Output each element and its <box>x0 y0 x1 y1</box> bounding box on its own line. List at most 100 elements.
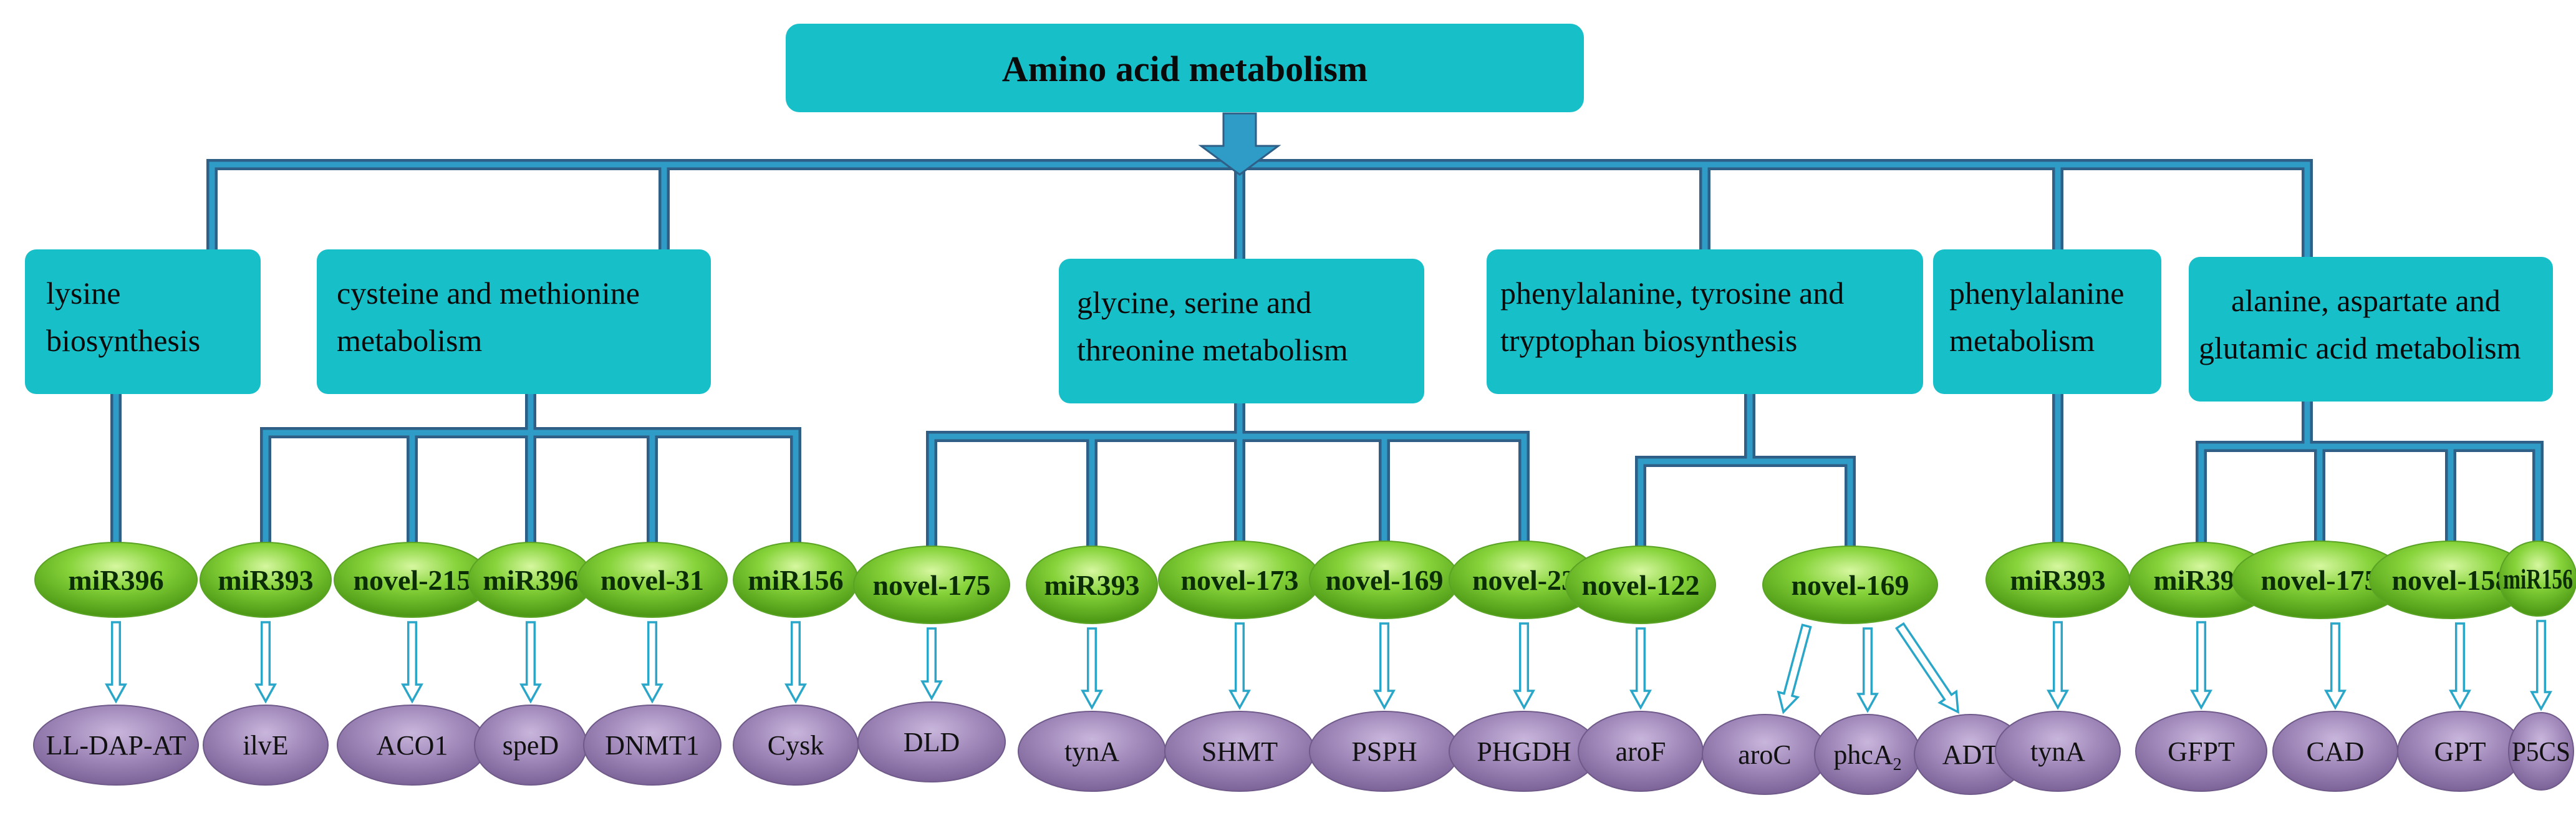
mirna-node: novel-169 <box>1309 541 1460 619</box>
gene-label: CAD <box>2307 736 2365 767</box>
gene-node: PSPH <box>1309 711 1460 792</box>
gene-node: Cysk <box>733 705 859 786</box>
category-label-line2: tryptophan biosynthesis <box>1500 323 1797 358</box>
category-box <box>25 249 261 394</box>
gene-node: ADT <box>1914 714 2027 795</box>
gene-label: Cysk <box>768 730 824 761</box>
category-box <box>317 249 711 394</box>
gene-label: tynA <box>2030 736 2085 767</box>
down-arrow <box>105 621 127 704</box>
mirna-node: novel-175 <box>2232 541 2408 619</box>
down-arrow <box>2047 621 2069 710</box>
mirna-label: novel-215 <box>353 564 471 596</box>
mirna-label: miR393 <box>1044 569 1139 601</box>
gene-label: SHMT <box>1202 736 1278 767</box>
down-arrow <box>2530 620 2552 711</box>
gene-label: PSPH <box>1351 736 1417 767</box>
mirna-node: novel-215 <box>334 542 491 618</box>
category-glycine-serine-threonine-metabolism: glycine, serine and threonine metabolism <box>1059 259 1424 403</box>
mirna-label: novel-175 <box>2260 564 2378 596</box>
title-down-arrow <box>1198 112 1281 176</box>
down-arrow <box>641 621 663 704</box>
gene-node: aroF <box>1578 711 1704 792</box>
category-label-line2: biosynthesis <box>46 323 200 358</box>
down-arrow <box>2324 622 2347 710</box>
gene-label: GFPT <box>2168 736 2235 767</box>
mirna-node: miR396 <box>34 542 198 618</box>
gene-ellipse <box>583 705 721 786</box>
category-label-line2: threonine metabolism <box>1077 332 1348 367</box>
gene-label: LL-DAP-AT <box>46 730 186 761</box>
gene-node: DLD <box>857 701 1006 782</box>
mirna-ellipse <box>1565 546 1716 624</box>
mirna-label: novel-158 <box>2391 564 2509 596</box>
mirna-label: novel-175 <box>872 569 990 601</box>
down-arrow <box>1856 627 1879 713</box>
mirna-node: novel-23 <box>1449 541 1599 619</box>
gene-label: speD <box>503 730 559 761</box>
category-label-line1: phenylalanine <box>1949 276 2124 310</box>
slanted-arrow <box>1777 623 1812 715</box>
mirna-node: miR393 <box>1026 546 1158 624</box>
category-label-line1: phenylalanine, tyrosine and <box>1500 276 1844 310</box>
mirna-label: miR396 <box>483 564 578 596</box>
down-arrow <box>1228 622 1251 710</box>
down-arrow <box>1373 622 1396 710</box>
arrow-layer <box>105 620 2552 715</box>
down-arrow <box>920 627 943 701</box>
down-arrow <box>519 621 542 704</box>
gene-node: P5CS <box>2508 712 2574 791</box>
category-label-line1: cysteine and methionine <box>337 276 640 310</box>
gene-ellipse <box>857 701 1006 782</box>
category-phenylalanine-tyrosine-tryptophan-biosynthesis: phenylalanine, tyrosine and tryptophan b… <box>1487 249 1923 394</box>
down-arrow <box>401 621 423 704</box>
mirna-node: novel-31 <box>577 542 728 618</box>
category-box <box>2189 257 2553 402</box>
mirna-ellipse <box>34 542 198 618</box>
mirna-label: miR156 <box>748 564 843 596</box>
gene-node: GPT <box>2397 711 2523 792</box>
diagram-title: Amino acid metabolism <box>1002 49 1368 89</box>
category-label-line1: lysine <box>46 276 120 310</box>
gene-label: GPT <box>2434 736 2486 767</box>
mirna-label: novel-122 <box>1581 569 1699 601</box>
mirna-ellipse <box>200 542 332 618</box>
gene-node: PHGDH <box>1449 711 1599 792</box>
mirna-node: novel-169 <box>1762 546 1938 624</box>
category-box <box>1059 259 1424 403</box>
gene-ellipse <box>2135 711 2267 792</box>
mirna-node: novel-158 <box>2369 541 2532 619</box>
mirna-node: novel-175 <box>853 546 1010 624</box>
down-arrow <box>254 621 277 704</box>
category-lysine-biosynthesis: lysine biosynthesis <box>25 249 261 394</box>
mirna-node: miR393 <box>1985 542 2130 618</box>
gene-label: ADT <box>1942 739 1999 770</box>
mirna-node: miR156 <box>2499 541 2576 617</box>
category-label-line1: glycine, serine and <box>1077 285 1311 320</box>
mirna-node: miR393 <box>2129 542 2274 618</box>
gene-node: ACO1 <box>337 705 488 786</box>
gene-node: ilvE <box>203 705 329 786</box>
gene-label: PHGDH <box>1477 736 1571 767</box>
category-alanine-aspartate-glutamic-acid-metabolism: alanine, aspartate and glutamic acid met… <box>2189 257 2553 402</box>
gene-node: CAD <box>2272 711 2398 792</box>
category-box <box>1933 249 2161 394</box>
mirna-label: miR393 <box>2010 564 2105 596</box>
gene-label: DNMT1 <box>605 730 700 761</box>
gene-label: ACO1 <box>377 730 448 761</box>
gene-node: tynA <box>1018 711 1166 792</box>
gene-ellipse <box>203 705 329 786</box>
mirna-node: novel-122 <box>1565 546 1716 624</box>
mirna-label: miR393 <box>218 564 313 596</box>
category-label-line2: metabolism <box>337 323 482 358</box>
category-label-line2: glutamic acid metabolism <box>2199 330 2521 365</box>
category-cysteine-methionine-metabolism: cysteine and methionine metabolism <box>317 249 711 394</box>
connector-lines <box>110 159 2544 554</box>
down-arrow <box>1513 622 1535 710</box>
gene-node: LL-DAP-AT <box>33 705 199 786</box>
gene-node: GFPT <box>2135 711 2267 792</box>
